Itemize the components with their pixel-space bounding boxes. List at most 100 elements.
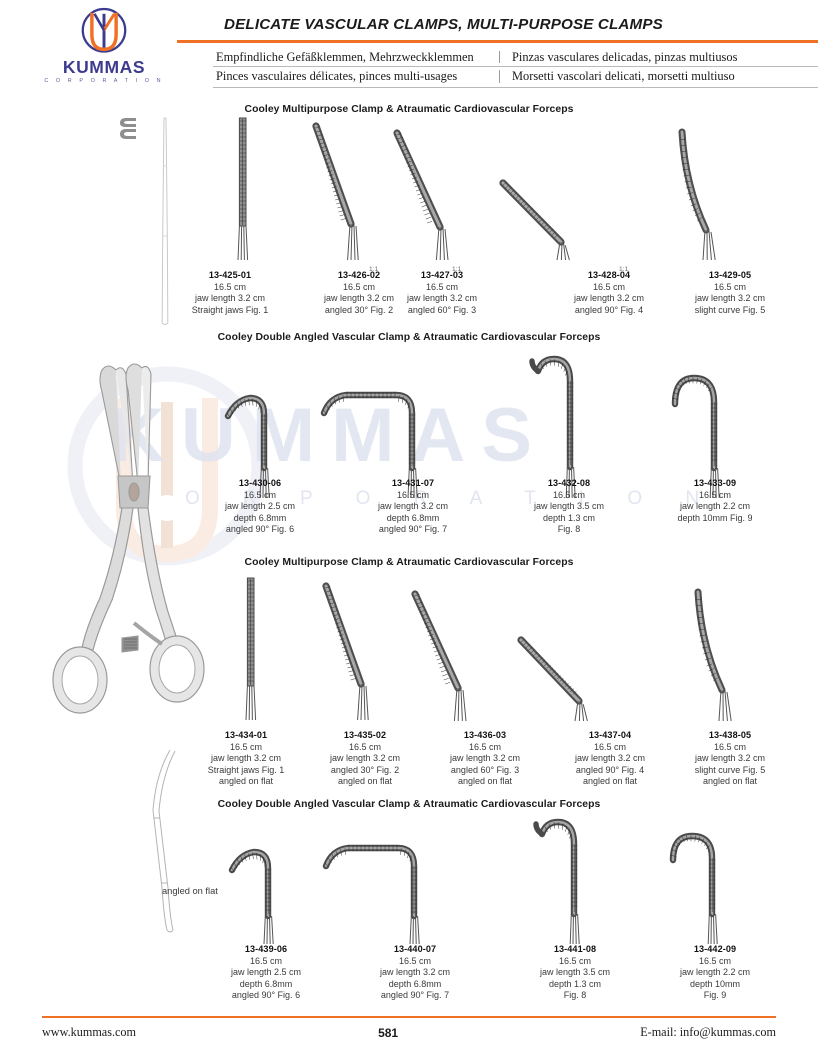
subtitle-fr: Pinces vasculaires délicates, pinces mul… — [216, 69, 458, 84]
product-code: 13-437-04 — [588, 730, 632, 740]
product-line: 16.5 cm — [558, 955, 591, 966]
product-code: 13-433-09 — [693, 478, 737, 488]
product-line: jaw length 3.2 cm — [694, 293, 766, 304]
product-line: depth 10mm — [689, 978, 741, 989]
product-line: slight curve Fig. 5 — [694, 304, 766, 315]
product-line: 16.5 cm — [229, 741, 262, 752]
language-table-underline — [213, 86, 818, 88]
instrument-figure-5 — [678, 128, 716, 261]
instrument-figure-8 — [529, 355, 576, 499]
product-line: angled 60° Fig. 3 — [407, 304, 477, 315]
instrument-figure-16 — [322, 844, 420, 945]
product-line: jaw length 3.2 cm — [573, 293, 645, 304]
product-line: angled 90° Fig. 4 — [574, 304, 644, 315]
full-instrument-outline — [161, 117, 169, 325]
product-line: 16.5 cm — [243, 489, 276, 500]
instrument-figure-9 — [671, 374, 720, 499]
product-line: jaw length 3.2 cm — [379, 967, 451, 978]
product-label: 13-427-03 16.5 cm jaw length 3.2 cm angl… — [367, 270, 517, 316]
product-code: 13-442-09 — [693, 944, 737, 954]
instrument-figure-13 — [517, 636, 588, 722]
product-line: 16.5 cm — [249, 955, 282, 966]
product-line: angled 90° Fig. 4 — [575, 764, 645, 775]
instrument-figure-3 — [393, 129, 449, 261]
product-line: Straight jaws Fig. 1 — [207, 764, 285, 775]
section-title-2: Cooley Double Angled Vascular Clamp & At… — [217, 332, 601, 343]
product-line: angled on flat — [702, 776, 758, 787]
header-accent-rule — [177, 40, 818, 44]
product-code: 13-440-07 — [393, 944, 437, 954]
subtitle-it: Morsetti vascolari delicati, morsetti mu… — [499, 70, 818, 83]
product-line: angled 90° Fig. 6 — [225, 524, 295, 535]
product-line: angled on flat — [457, 776, 513, 787]
scale-tag: 1:1 — [619, 266, 629, 273]
product-label: 13-441-08 16.5 cm jaw length 3.5 cm dept… — [500, 944, 650, 1002]
product-line: depth 6.8mm — [386, 512, 440, 523]
product-code: 13-429-05 — [708, 270, 752, 280]
instrument-figure-2 — [312, 122, 359, 261]
product-line: 16.5 cm — [468, 741, 501, 752]
product-line: jaw length 3.2 cm — [377, 501, 449, 512]
product-line: angled 30° Fig. 2 — [330, 764, 400, 775]
product-label: 13-436-03 16.5 cm jaw length 3.2 cm angl… — [410, 730, 560, 788]
product-line: 16.5 cm — [342, 281, 375, 292]
product-code: 13-435-02 — [343, 730, 387, 740]
instrument-figure-10 — [245, 577, 257, 721]
page-header: KUMMAS C O R P O R A T I O N DELICATE VA… — [0, 0, 818, 92]
product-code: 13-436-03 — [463, 730, 507, 740]
product-line: jaw length 2.5 cm — [230, 967, 302, 978]
product-line: jaw length 2.5 cm — [224, 501, 296, 512]
angled-on-flat-note: angled on flat — [162, 886, 218, 896]
product-line: angled 90° Fig. 6 — [231, 990, 301, 1001]
instrument-figure-14 — [694, 588, 732, 722]
footer-website[interactable]: www.kummas.com — [42, 1025, 136, 1039]
product-line: slight curve Fig. 5 — [694, 764, 766, 775]
product-label: 13-440-07 16.5 cm jaw length 3.2 cm dept… — [340, 944, 490, 1002]
footer-page-number: 581 — [378, 1025, 399, 1040]
product-code: 13-434-01 — [224, 730, 268, 740]
product-label: 13-435-02 16.5 cm jaw length 3.2 cm angl… — [290, 730, 440, 788]
product-label: 13-434-01 16.5 cm jaw length 3.2 cm Stra… — [171, 730, 321, 788]
product-line: jaw length 3.5 cm — [539, 967, 611, 978]
product-line: jaw length 3.2 cm — [329, 753, 401, 764]
product-label: 13-426-02 16.5 cm jaw length 3.2 cm angl… — [284, 270, 434, 316]
angled-on-flat-profile — [152, 749, 176, 933]
product-code: 13-426-02 — [337, 270, 381, 280]
language-row: Empfindliche Gefäßklemmen, Mehrzweckklem… — [213, 48, 818, 67]
product-line: 16.5 cm — [396, 489, 429, 500]
product-line: depth 6.8mm — [233, 512, 287, 523]
instrument-figure-12 — [411, 590, 467, 722]
product-code: 13-441-08 — [553, 944, 597, 954]
product-line: angled 60° Fig. 3 — [450, 764, 520, 775]
product-line: Fig. 8 — [557, 524, 581, 535]
product-label: 13-439-06 16.5 cm jaw length 2.5 cm dept… — [191, 944, 341, 1002]
product-line: depth 1.3 cm — [548, 978, 602, 989]
product-code: 13-430-06 — [238, 478, 282, 488]
product-line: 16.5 cm — [713, 741, 746, 752]
product-line: angled 30° Fig. 2 — [324, 304, 394, 315]
instrument-figure-15 — [228, 848, 274, 945]
product-line: 16.5 cm — [592, 281, 625, 292]
product-line: angled on flat — [337, 776, 393, 787]
product-label: 13-433-09 16.5 cm jaw length 2.2 cm dept… — [640, 478, 790, 524]
product-line: jaw length 3.2 cm — [323, 293, 395, 304]
product-label: 13-431-07 16.5 cm jaw length 3.2 cm dept… — [338, 478, 488, 536]
product-line: angled on flat — [218, 776, 274, 787]
product-code: 13-438-05 — [708, 730, 752, 740]
product-line: angled on flat — [582, 776, 638, 787]
section-title-1: Cooley Multipurpose Clamp & Atraumatic C… — [244, 104, 574, 115]
product-code: 13-425-01 — [208, 270, 252, 280]
language-subtitle-table: Empfindliche Gefäßklemmen, Mehrzweckklem… — [213, 48, 818, 86]
instrument-figure-4 — [499, 179, 570, 261]
product-label: 13-432-08 16.5 cm jaw length 3.5 cm dept… — [494, 478, 644, 536]
product-label: 13-437-04 16.5 cm jaw length 3.2 cm angl… — [535, 730, 685, 788]
product-line: 16.5 cm — [552, 489, 585, 500]
product-label: 13-442-09 16.5 cm jaw length 2.2 cm dept… — [640, 944, 790, 1002]
product-line: jaw length 3.2 cm — [406, 293, 478, 304]
product-label: 13-425-01 16.5 cm jaw length 3.2 cm Stra… — [155, 270, 305, 316]
product-line: jaw length 3.2 cm — [194, 293, 266, 304]
jaw-profile-icon — [120, 118, 136, 139]
footer-email[interactable]: E-mail: info@kummas.com — [640, 1025, 776, 1039]
product-line: angled 90° Fig. 7 — [378, 524, 448, 535]
